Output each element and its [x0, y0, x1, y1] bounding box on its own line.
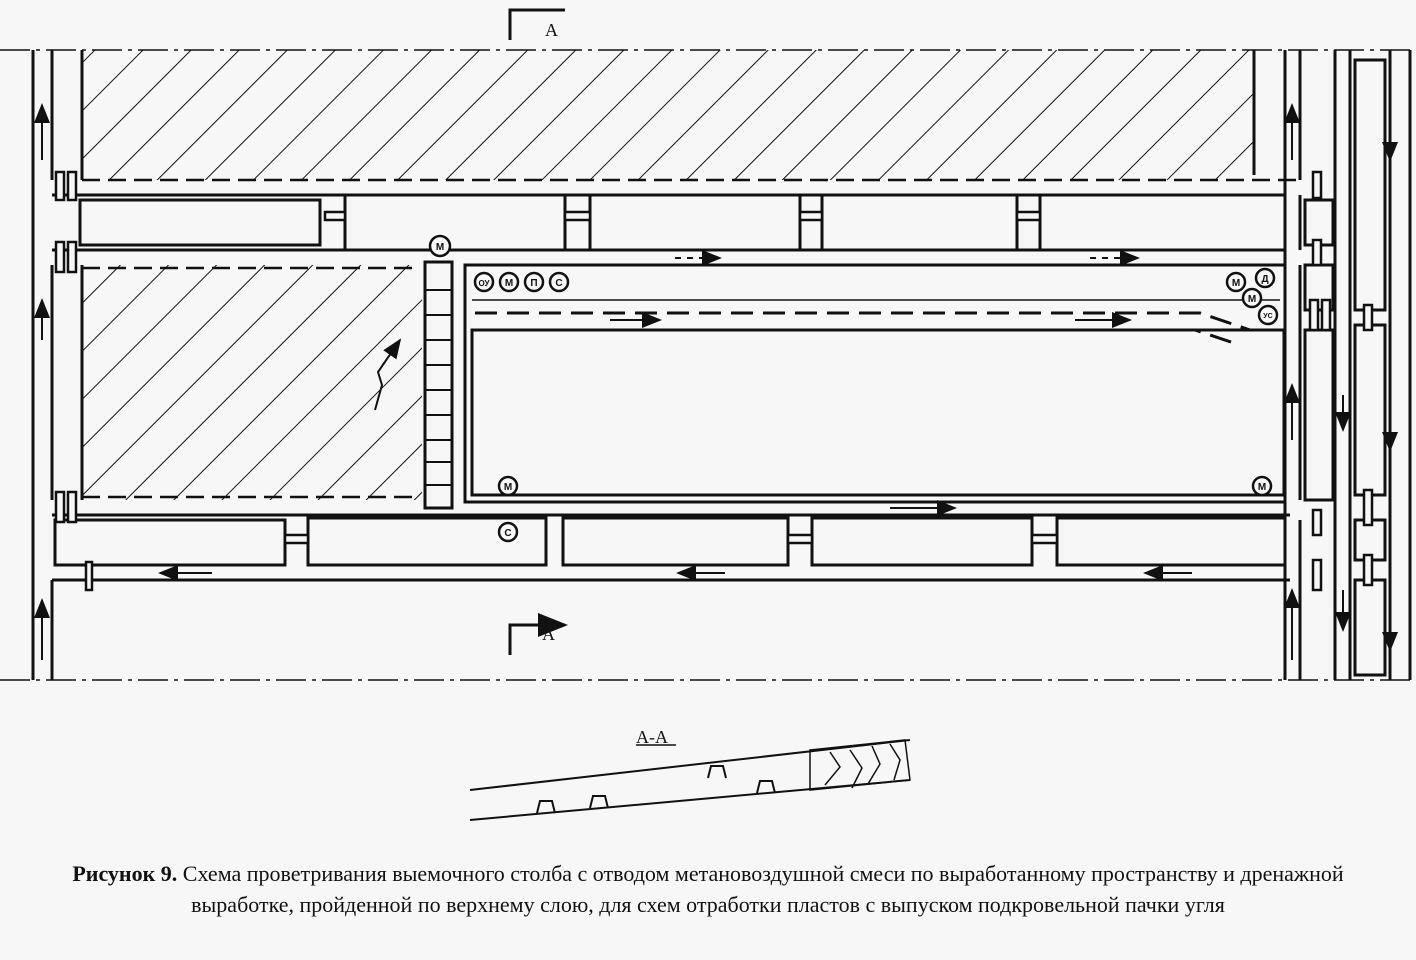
longwall-face [423, 260, 454, 510]
sensor-label: С [555, 278, 562, 289]
pillar [810, 516, 1034, 567]
pillar [820, 193, 1019, 252]
sensor-label: М [505, 278, 513, 289]
pillar [343, 193, 567, 252]
sensor-label: М [1248, 294, 1256, 305]
goaf-left [82, 265, 422, 500]
sensor-label: П [530, 278, 537, 289]
sensor-label: М [504, 482, 512, 493]
figure-caption: Рисунок 9. Схема проветривания выемочног… [20, 858, 1396, 920]
ventilation-scheme: М ОУ М П С М Д М УС М С М A A А-А [0, 8, 1416, 821]
sensor-label: Д [1261, 274, 1268, 285]
caption-label: Рисунок 9. [72, 861, 178, 886]
sensor-label: М [1232, 278, 1240, 289]
goaf-top [82, 50, 1254, 180]
caption-text: Схема проветривания выемочного столба с … [177, 861, 1344, 917]
sensor-label: С [504, 528, 511, 539]
pillar [561, 516, 790, 567]
pillar [1038, 193, 1287, 252]
right-drifts [1283, 50, 1412, 680]
panel-inner [470, 328, 1286, 497]
pillar [1055, 516, 1287, 567]
sensor-label: ОУ [479, 279, 491, 288]
section-marker-bottom: A [542, 624, 555, 644]
pillar [53, 518, 287, 567]
section-a-a [469, 739, 911, 821]
section-marker-top: A [545, 20, 558, 40]
left-drift [31, 50, 54, 680]
pillar [78, 198, 322, 247]
sensor-label: М [436, 242, 444, 253]
pillar [588, 193, 802, 252]
section-title: А-А [636, 727, 668, 747]
sensor-label: УС [1263, 313, 1272, 320]
sensor-label: М [1258, 482, 1266, 493]
